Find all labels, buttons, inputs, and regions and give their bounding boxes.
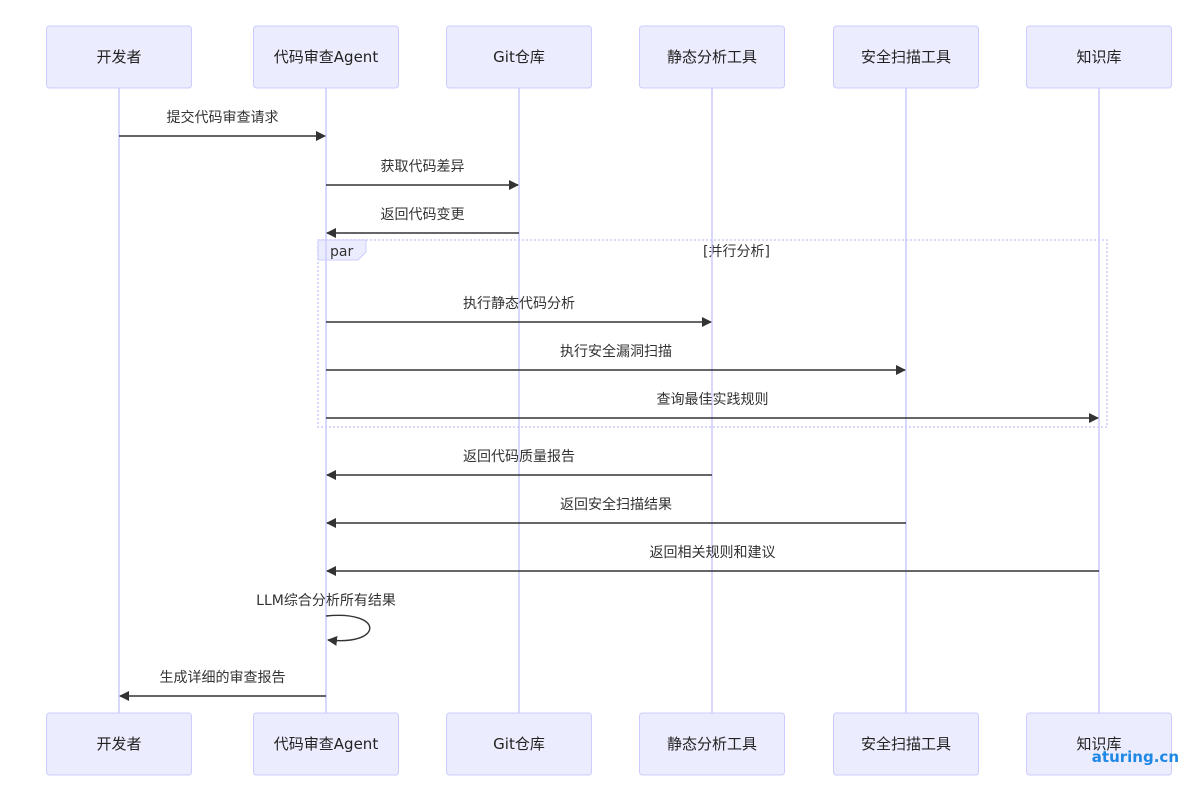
participant-label: 安全扫描工具 bbox=[861, 735, 951, 753]
message: 返回代码质量报告 bbox=[326, 449, 712, 480]
participant-box-bottom: 安全扫描工具 bbox=[833, 712, 979, 776]
par-tag-box bbox=[317, 239, 367, 261]
message: 提交代码审查请求 bbox=[119, 109, 326, 141]
message: 生成详细的审查报告 bbox=[119, 670, 326, 701]
participant-label: 安全扫描工具 bbox=[861, 48, 951, 66]
message: 获取代码差异 bbox=[326, 159, 519, 190]
participant-box-top: 安全扫描工具 bbox=[833, 25, 979, 89]
participant-box-bottom: 开发者 bbox=[46, 712, 192, 776]
message-label: 返回代码质量报告 bbox=[463, 449, 575, 465]
message: 返回相关规则和建议 bbox=[326, 545, 1099, 576]
watermark: aturing.cn bbox=[1091, 748, 1179, 766]
participant-box-top: 代码审查Agent bbox=[253, 25, 399, 89]
participant-box-top: 开发者 bbox=[46, 25, 192, 89]
par-tag-label: par bbox=[330, 244, 353, 260]
participant-label: 开发者 bbox=[96, 48, 141, 66]
participant-label: 静态分析工具 bbox=[667, 735, 757, 753]
message: 执行安全漏洞扫描 bbox=[326, 343, 906, 375]
message: 执行静态代码分析 bbox=[326, 296, 712, 327]
message-label: 提交代码审查请求 bbox=[167, 109, 279, 126]
participant-label: 开发者 bbox=[96, 735, 141, 753]
participant-label: Git仓库 bbox=[493, 48, 545, 66]
participant-label: 知识库 bbox=[1076, 48, 1121, 66]
participant-box-top: 知识库 bbox=[1026, 25, 1172, 89]
message-label: 返回安全扫描结果 bbox=[560, 496, 672, 513]
participant-label: Git仓库 bbox=[493, 735, 545, 753]
message: LLM综合分析所有结果 bbox=[256, 593, 396, 646]
participant-label: 静态分析工具 bbox=[667, 48, 757, 66]
participant-label: 知识库 bbox=[1076, 735, 1121, 753]
participant-label: 代码审查Agent bbox=[274, 735, 379, 753]
message-label: 执行安全漏洞扫描 bbox=[560, 343, 672, 360]
participant-box-bottom: 代码审查Agent bbox=[253, 712, 399, 776]
message: 返回安全扫描结果 bbox=[326, 496, 906, 528]
participant-box-bottom: 知识库 bbox=[1026, 712, 1172, 776]
participant-box-top: Git仓库 bbox=[446, 25, 592, 89]
message-label: 查询最佳实践规则 bbox=[657, 392, 769, 408]
participant-box-bottom: 静态分析工具 bbox=[639, 712, 785, 776]
self-message-arrow bbox=[325, 614, 371, 646]
message-label: 返回相关规则和建议 bbox=[650, 545, 776, 561]
participant-box-top: 静态分析工具 bbox=[639, 25, 785, 89]
message-label: LLM综合分析所有结果 bbox=[256, 593, 396, 609]
message: 返回代码变更 bbox=[326, 207, 519, 238]
participant-box-bottom: Git仓库 bbox=[446, 712, 592, 776]
message-label: 返回代码变更 bbox=[381, 207, 465, 223]
par-condition-label: [并行分析] bbox=[703, 244, 770, 260]
message-label: 执行静态代码分析 bbox=[463, 296, 575, 312]
participant-label: 代码审查Agent bbox=[274, 48, 379, 66]
message-label: 生成详细的审查报告 bbox=[160, 670, 286, 686]
message-label: 获取代码差异 bbox=[381, 159, 465, 175]
message: 查询最佳实践规则 bbox=[326, 392, 1099, 423]
